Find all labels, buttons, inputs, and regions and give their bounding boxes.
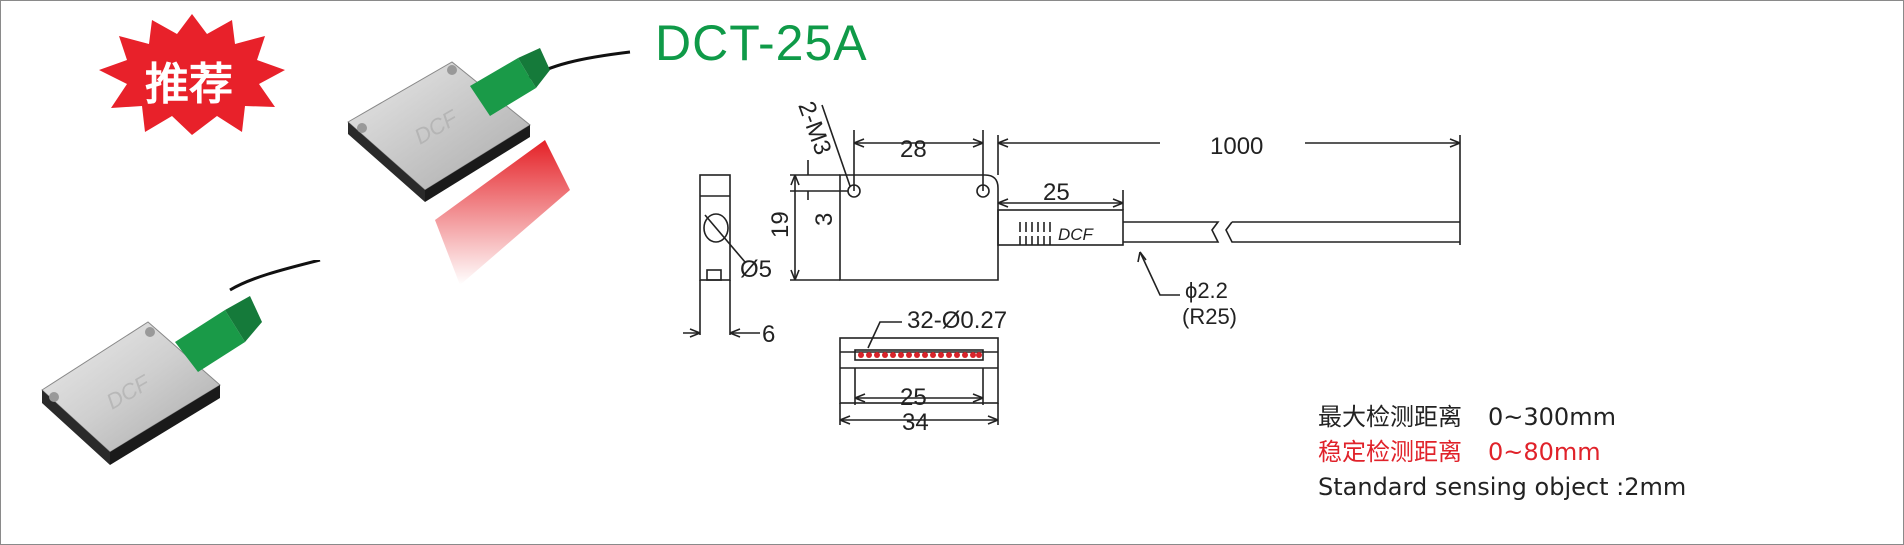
spec-max-distance: 最大检测距离 0~300mm: [1318, 400, 1686, 435]
model-title: DCT-25A: [655, 15, 868, 71]
dim-array-width: 25: [900, 384, 927, 411]
dim-height-total: 19: [767, 211, 794, 238]
dim-fiber-array: 32-Ø0.27: [907, 307, 1007, 334]
bottom-view-body: [839, 337, 999, 404]
spec-stable-distance-value: 0~80mm: [1488, 438, 1601, 466]
dim-hole-offset: 3: [811, 213, 838, 226]
sleeve-brand-logo: DCF: [1058, 225, 1095, 244]
recommend-badge-text: 推荐: [145, 59, 233, 110]
dim-hole-spacing: 28: [900, 136, 927, 163]
dim-thickness: 6: [762, 321, 775, 348]
spec-standard-object: Standard sensing object :2mm: [1318, 473, 1687, 501]
sensor-photo-bottom: DCF: [41, 260, 321, 465]
recommend-badge-burst: [99, 14, 285, 135]
spec-max-distance-value: 0~300mm: [1488, 403, 1616, 431]
sensor-photo-top: DCF: [347, 48, 631, 285]
spec-stable-distance: 稳定检测距离 0~80mm: [1318, 435, 1686, 470]
spec-max-distance-label: 最大检测距离: [1318, 403, 1462, 431]
spec-stable-distance-label: 稳定检测距离: [1318, 438, 1462, 466]
dim-lens-dia: Ø5: [740, 256, 772, 283]
dim-cable-dia: ϕ2.2: [1185, 278, 1228, 303]
front-view-body: [839, 174, 999, 281]
dim-sleeve-length: 25: [1043, 179, 1070, 206]
dim-cable-length: 1000: [1210, 133, 1263, 160]
specs-block: 最大检测距离 0~300mm 稳定检测距离 0~80mm Standard sens…: [1318, 400, 1686, 505]
dim-bend-radius: (R25): [1182, 304, 1237, 329]
fiber-sleeve: [997, 209, 1124, 246]
dim-body-width: 34: [902, 409, 929, 436]
